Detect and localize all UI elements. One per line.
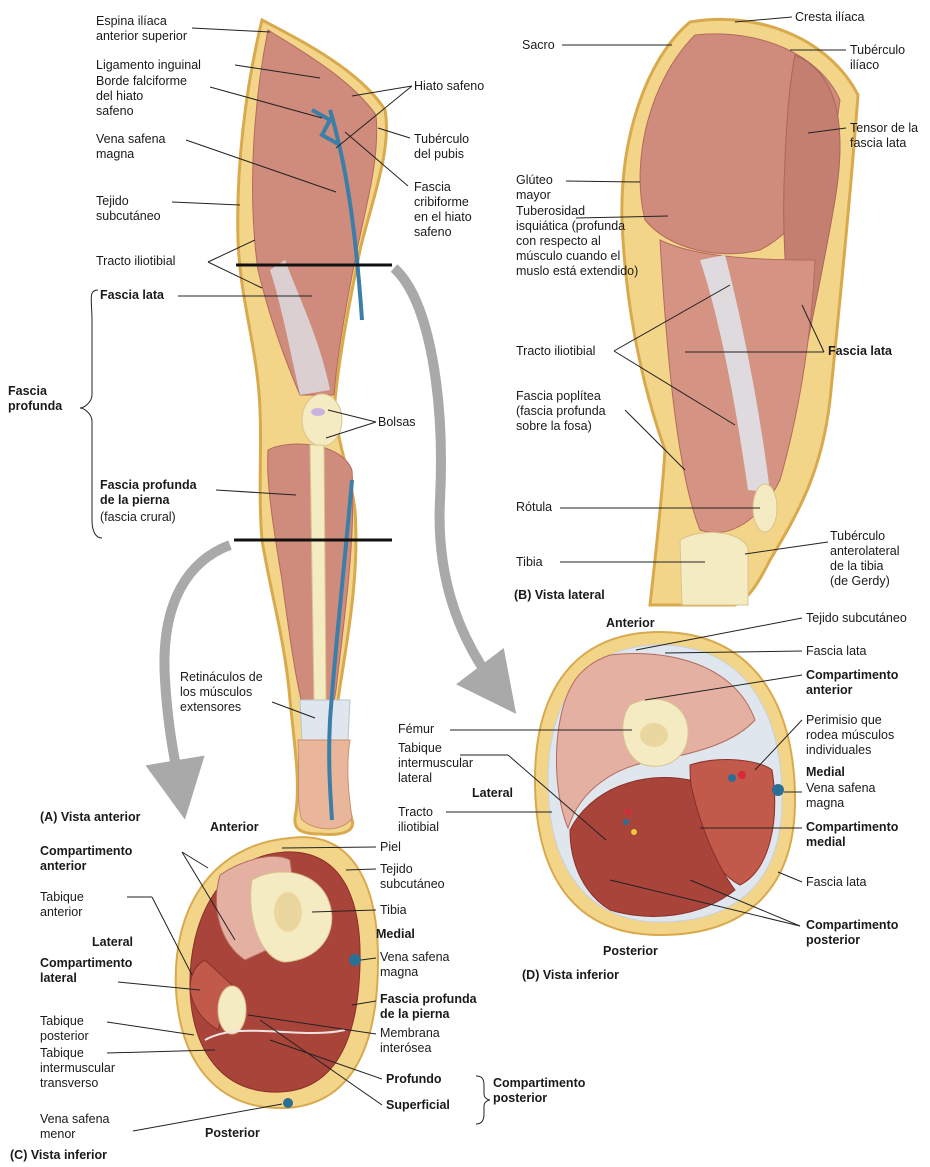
label-rotula: Rótula: [516, 500, 552, 515]
label-tuberculo-pubis: Tubérculo del pubis: [414, 132, 469, 162]
label-retinaculos: Retináculos de los músculos extensores: [180, 670, 263, 715]
section-c-great-saphenous: [349, 954, 361, 966]
section-c-small-saphenous: [283, 1098, 293, 1108]
section-c-fibula: [218, 986, 246, 1034]
label-anterior-c: Anterior: [210, 820, 259, 835]
label-tabique-transverso: Tabique intermuscular transverso: [40, 1046, 115, 1091]
label-tracto-iliotibial-b: Tracto iliotibial: [516, 344, 595, 359]
label-tracto-iliotibial-a: Tracto iliotibial: [96, 254, 175, 269]
label-superficial: Superficial: [386, 1098, 450, 1113]
label-compartimento-posterior-c: Compartimento posterior: [493, 1076, 585, 1106]
section-c-tibia-marrow: [274, 892, 302, 932]
label-tuberculo-iliaco: Tubérculo ilíaco: [850, 43, 905, 73]
label-tejido-subcutaneo-a: Tejido subcutáneo: [96, 194, 161, 224]
leg-a-retinaculum: [300, 700, 350, 740]
label-vena-safena-magna-c: Vena safena magna: [380, 950, 450, 980]
label-tabique-intermuscular-lateral: Tabique intermuscular lateral: [398, 741, 473, 786]
label-membrana-interosea: Membrana interósea: [380, 1026, 440, 1056]
label-fascia-lata-d-top: Fascia lata: [806, 644, 866, 659]
leg-a-patella: [302, 394, 342, 446]
section-d-nerve-red: [625, 809, 631, 815]
leg-a-bursa: [311, 408, 325, 416]
label-lateral-c: Lateral: [92, 935, 133, 950]
label-bolsas: Bolsas: [378, 415, 416, 430]
label-fascia-poplitea: Fascia poplítea (fascia profunda sobre l…: [516, 389, 606, 434]
label-lateral-d: Lateral: [472, 786, 513, 801]
section-d-femur-marrow: [640, 723, 668, 747]
label-fascia-lata-a: Fascia lata: [100, 288, 164, 303]
section-d-vein: [728, 774, 736, 782]
label-fascia-profunda: Fascia profunda: [8, 384, 62, 414]
label-ligamento-inguinal: Ligamento inguinal: [96, 58, 201, 73]
label-gluteo-mayor: Glúteo mayor: [516, 173, 553, 203]
label-tabique-anterior: Tabique anterior: [40, 890, 84, 920]
label-femur: Fémur: [398, 722, 434, 737]
caption-b: (B) Vista lateral: [514, 588, 605, 603]
label-tejido-subcutaneo-c: Tejido subcutáneo: [380, 862, 445, 892]
arrow-to-panel-d: [394, 268, 498, 690]
label-borde-falciforme: Borde falciforme del hiato safeno: [96, 74, 187, 119]
section-d-artery: [738, 771, 746, 779]
panel-b-leg-illustration: [622, 19, 858, 605]
label-medial-d: Medial: [806, 765, 845, 780]
label-tuberculo-gerdy: Tubérculo anterolateral de la tibia (de …: [830, 529, 900, 589]
label-compartimento-posterior-d: Compartimento posterior: [806, 918, 898, 948]
leg-b-tibia: [680, 532, 748, 605]
label-vena-safena-menor: Vena safena menor: [40, 1112, 110, 1142]
label-anterior-d: Anterior: [606, 616, 655, 631]
panel-d-thigh-cross-section: [535, 632, 795, 935]
label-posterior-d: Posterior: [603, 944, 658, 959]
label-sacro: Sacro: [522, 38, 555, 53]
label-compartimento-lateral: Compartimento lateral: [40, 956, 132, 986]
caption-a: (A) Vista anterior: [40, 810, 141, 825]
label-cresta-iliaca: Cresta ilíaca: [795, 10, 864, 25]
label-compartimento-anterior-d: Compartimento anterior: [806, 668, 898, 698]
label-fascia-lata-b: Fascia lata: [828, 344, 892, 359]
label-fascia-cribiforme: Fascia cribiforme en el hiato safeno: [414, 180, 472, 240]
arrow-to-panel-c: [164, 545, 230, 790]
label-vena-safena-magna-d: Vena safena magna: [806, 781, 876, 811]
section-d-nerve-yellow: [631, 829, 637, 835]
leg-a-foot: [298, 740, 352, 829]
label-fascia-lata-d-bottom: Fascia lata: [806, 875, 866, 890]
label-hiato-safeno: Hiato safeno: [414, 79, 484, 94]
label-tuberosidad-isquiatica: Tuberosidad isquiática (profunda con res…: [516, 204, 638, 279]
caption-d: (D) Vista inferior: [522, 968, 619, 983]
label-tensor-fascia-lata: Tensor de la fascia lata: [850, 121, 918, 151]
label-fascia-profunda-pierna-a: Fascia profunda de la pierna: [100, 478, 197, 508]
section-d-great-saphenous: [772, 784, 784, 796]
label-tracto-iliotibial-d: Tracto iliotibial: [398, 805, 439, 835]
label-vena-safena-magna-a: Vena safena magna: [96, 132, 166, 162]
label-posterior-c: Posterior: [205, 1126, 260, 1141]
label-fascia-profunda-pierna-c: Fascia profunda de la pierna: [380, 992, 477, 1022]
label-tibia-c: Tibia: [380, 903, 407, 918]
label-perimisio: Perimisio que rodea músculos individuale…: [806, 713, 894, 758]
caption-c: (C) Vista inferior: [10, 1148, 107, 1163]
label-compartimento-medial: Compartimento medial: [806, 820, 898, 850]
label-piel: Piel: [380, 840, 401, 855]
label-tejido-subcutaneo-d: Tejido subcutáneo: [806, 611, 907, 626]
label-tabique-posterior: Tabique posterior: [40, 1014, 89, 1044]
label-espina-iliaca: Espina ilíaca anterior superior: [96, 14, 187, 44]
label-medial-c: Medial: [376, 927, 415, 942]
label-fascia-crural: (fascia crural): [100, 510, 176, 525]
label-tibia-b: Tibia: [516, 555, 543, 570]
label-compartimento-anterior-c: Compartimento anterior: [40, 844, 132, 874]
section-d-nerve-blue: [623, 819, 629, 825]
label-profundo: Profundo: [386, 1072, 442, 1087]
